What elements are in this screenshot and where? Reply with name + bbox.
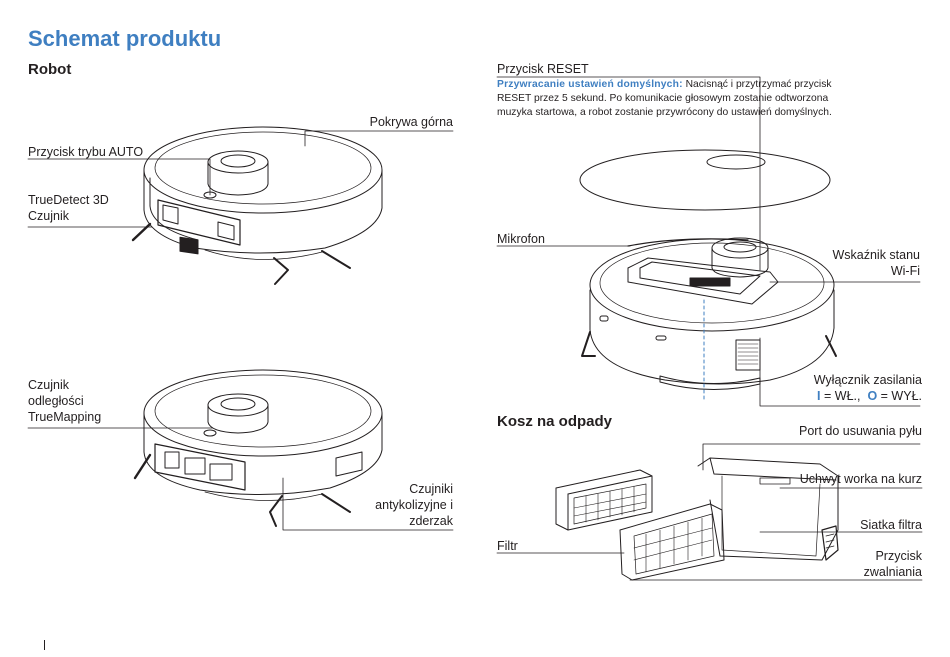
reset-desc-line3: muzyka startowa, a robot zostanie przywr…: [497, 107, 832, 118]
label-auto-button: Przycisk trybu AUTO: [28, 145, 144, 159]
power-on-symbol: I: [817, 389, 821, 403]
reset-desc-line1: Nacisnąć i przytrzymać przycisk: [685, 79, 832, 90]
leader-lines: [27, 76, 923, 581]
page-title: Schemat produktu: [28, 26, 222, 51]
label-lds-sensor: Czujnik odległości TrueMapping: [28, 377, 101, 425]
reset-desc-line2: RESET przez 5 sekund. Po komunikacie gło…: [497, 93, 829, 104]
label-lds-line2: odległości: [28, 394, 84, 408]
robot-top-view-illustration: [131, 126, 383, 285]
label-reset-button: Przycisk RESET: [497, 62, 589, 76]
reset-desc-highlight: Przywracanie ustawień domyślnych:: [497, 79, 683, 90]
label-bumper-line2: antykolizyjne i: [375, 498, 453, 512]
power-off-text: = WYŁ.: [880, 389, 922, 403]
page-marker: [44, 640, 45, 650]
dust-bin-illustration: [619, 457, 839, 581]
label-wifi-line1: Wskaźnik stanu: [832, 248, 920, 262]
label-release-line1: Przycisk: [875, 549, 922, 563]
power-on-text: = WŁ.,: [824, 389, 861, 403]
label-power-line1: Wyłącznik zasilania: [813, 373, 922, 387]
label-filter: Filtr: [497, 539, 518, 553]
label-bumper-line3: zderzak: [409, 514, 453, 528]
label-power-line2: I = WŁ., O = WYŁ.: [740, 388, 922, 404]
power-off-symbol: O: [867, 389, 878, 403]
label-bumper-line1: Czujniki: [409, 482, 453, 496]
label-dust-port: Port do usuwania pyłu: [799, 424, 922, 438]
label-truedetect-line1: TrueDetect 3D: [28, 193, 109, 207]
label-truedetect: TrueDetect 3D Czujnik: [28, 192, 109, 224]
label-lds-line3: TrueMapping: [28, 410, 102, 424]
label-filter-mesh: Siatka filtra: [860, 518, 922, 532]
label-lds-line1: Czujnik: [28, 378, 69, 392]
label-wifi-line2: Wi-Fi: [890, 264, 920, 278]
label-truedetect-line2: Czujnik: [28, 209, 69, 223]
label-wifi-indicator: Wskaźnik stanu Wi-Fi: [760, 247, 920, 279]
label-release-line2: zwalniania: [863, 565, 922, 579]
robot-exploded-illustration: [579, 149, 837, 401]
reset-description: Przywracanie ustawień domyślnych: Nacisn…: [497, 78, 917, 120]
label-release-button: Przycisk zwalniania: [760, 548, 922, 580]
filter-illustration: [555, 469, 653, 531]
label-bag-holder: Uchwyt worka na kurz: [799, 472, 922, 486]
section-dust-bin: Kosz na odpady: [497, 413, 613, 430]
label-top-cover: Pokrywa górna: [369, 115, 453, 129]
label-microphone: Mikrofon: [497, 232, 545, 246]
section-robot: Robot: [28, 61, 72, 78]
label-bumper-sensors: Czujniki antykolizyjne i zderzak: [300, 481, 453, 529]
robot-front-view-illustration: [133, 369, 383, 527]
label-power-switch: Wyłącznik zasilania I = WŁ., O = WYŁ.: [740, 372, 922, 404]
